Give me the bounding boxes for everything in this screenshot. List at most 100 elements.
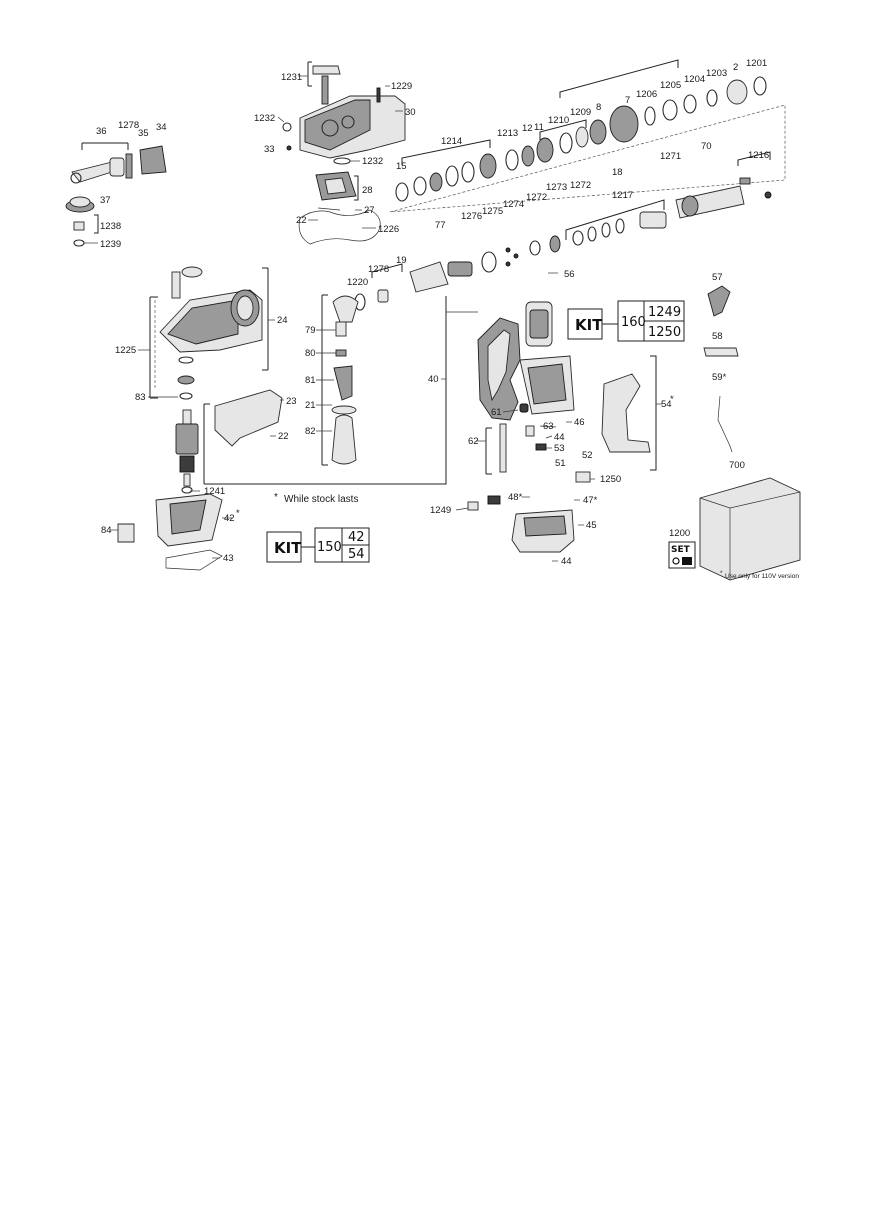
- label-1217: 1217: [612, 190, 633, 201]
- label-700: 700: [729, 460, 745, 471]
- wrench-icon: [672, 557, 680, 565]
- label-42: 42: [224, 513, 235, 524]
- label-58: 58: [712, 331, 723, 342]
- tool-icon: [682, 557, 692, 565]
- label-53: 53: [554, 443, 565, 454]
- leader-lines: [81, 59, 771, 562]
- label-83: 83: [135, 392, 146, 403]
- label-24: 24: [277, 315, 288, 326]
- label-34: 34: [156, 122, 167, 133]
- label-1276: 1276: [461, 211, 482, 222]
- note-while-stock-lasts: While stock lasts: [284, 494, 358, 505]
- label-77: 77: [435, 220, 446, 231]
- set-badge: SET: [668, 541, 696, 569]
- label-1231: 1231: [281, 72, 302, 83]
- label-11: 11: [534, 122, 544, 133]
- label-15: 15: [396, 161, 407, 172]
- notes: * While stock lasts * Use only for 110V …: [274, 492, 799, 580]
- cover-group: [282, 65, 406, 245]
- label-7: 7: [625, 95, 630, 106]
- kit-160-box: KIT 160 1249 1250: [567, 300, 685, 342]
- kit-160-item-1249: 1249: [648, 305, 681, 320]
- label-44-upper: 44: [554, 432, 565, 443]
- label-37: 37: [100, 195, 111, 206]
- label-1210: 1210: [548, 115, 569, 126]
- label-8: 8: [596, 102, 601, 113]
- label-48: 48*: [508, 492, 523, 503]
- armature-group: [175, 389, 283, 494]
- label-1201: 1201: [746, 58, 767, 69]
- label-30: 30: [405, 107, 416, 118]
- kit-150-box: KIT 150 42 54: [266, 527, 370, 563]
- part-labels: 1231 1229 30 1232 33 1232 28 27 22 1226 …: [96, 58, 769, 567]
- label-2: 2: [733, 62, 738, 73]
- kit-160-item-1250: 1250: [648, 325, 681, 340]
- label-62: 62: [468, 436, 479, 447]
- note-110v-version: Use only for 110V version: [725, 573, 799, 580]
- label-1272-left: 1272: [526, 192, 547, 203]
- label-61: 61: [491, 407, 502, 418]
- label-56: 56: [564, 269, 575, 280]
- label-63: 63: [543, 421, 554, 432]
- label-1205: 1205: [660, 80, 681, 91]
- label-79: 79: [305, 325, 316, 336]
- label-1250: 1250: [600, 474, 621, 485]
- label-40: 40: [428, 374, 439, 385]
- label-42-asterisk: *: [236, 508, 240, 519]
- label-1216: 1216: [748, 150, 769, 161]
- kit-150-item-54: 54: [348, 547, 365, 562]
- set-badge-word: SET: [671, 545, 691, 555]
- label-46: 46: [574, 417, 585, 428]
- label-1271: 1271: [660, 151, 681, 162]
- right-parts-group: [671, 285, 801, 581]
- label-1249: 1249: [430, 505, 451, 516]
- label-1203: 1203: [706, 68, 727, 79]
- label-1200: 1200: [669, 528, 690, 539]
- label-1229: 1229: [391, 81, 412, 92]
- label-1206: 1206: [636, 89, 657, 100]
- label-1232-upper: 1232: [254, 113, 275, 124]
- label-47: 47*: [583, 495, 598, 506]
- note-asterisk-stock: *: [274, 492, 278, 503]
- kit-150-word: KIT: [274, 539, 302, 557]
- label-1232-lower: 1232: [362, 156, 383, 167]
- label-54: 54: [661, 399, 672, 410]
- label-22-mid: 22: [278, 431, 289, 442]
- crank-group: [65, 145, 167, 247]
- label-1209: 1209: [570, 107, 591, 118]
- side-handle-group: [331, 295, 359, 465]
- label-45: 45: [586, 520, 597, 531]
- label-1225: 1225: [115, 345, 136, 356]
- label-19: 19: [396, 255, 407, 266]
- label-27: 27: [364, 205, 375, 216]
- kit-160-word: KIT: [575, 316, 603, 334]
- label-1213: 1213: [497, 128, 518, 139]
- label-1241: 1241: [204, 486, 225, 497]
- kit-150-item-42: 42: [348, 530, 365, 545]
- motor-housing-group: [467, 301, 651, 553]
- label-1239: 1239: [100, 239, 121, 250]
- label-1238: 1238: [100, 221, 121, 232]
- label-1220: 1220: [347, 277, 368, 288]
- label-57: 57: [712, 272, 723, 283]
- label-80: 80: [305, 348, 316, 359]
- label-82: 82: [305, 426, 316, 437]
- kit-150-number: 150: [317, 540, 342, 555]
- label-1214: 1214: [441, 136, 462, 147]
- label-44-lower: 44: [561, 556, 572, 567]
- label-81: 81: [305, 375, 316, 386]
- label-18: 18: [612, 167, 623, 178]
- label-1278-top: 1278: [118, 120, 139, 131]
- label-1274: 1274: [503, 199, 524, 210]
- label-36: 36: [96, 126, 107, 137]
- gear-housing-group: [154, 266, 263, 400]
- label-54-asterisk: *: [670, 394, 674, 405]
- label-84: 84: [101, 525, 112, 536]
- kit-160-number: 160: [621, 315, 646, 330]
- label-1204: 1204: [684, 74, 705, 85]
- label-1273: 1273: [546, 182, 567, 193]
- spindle-row-upper: [389, 76, 786, 213]
- label-33: 33: [264, 144, 275, 155]
- label-35: 35: [138, 128, 149, 139]
